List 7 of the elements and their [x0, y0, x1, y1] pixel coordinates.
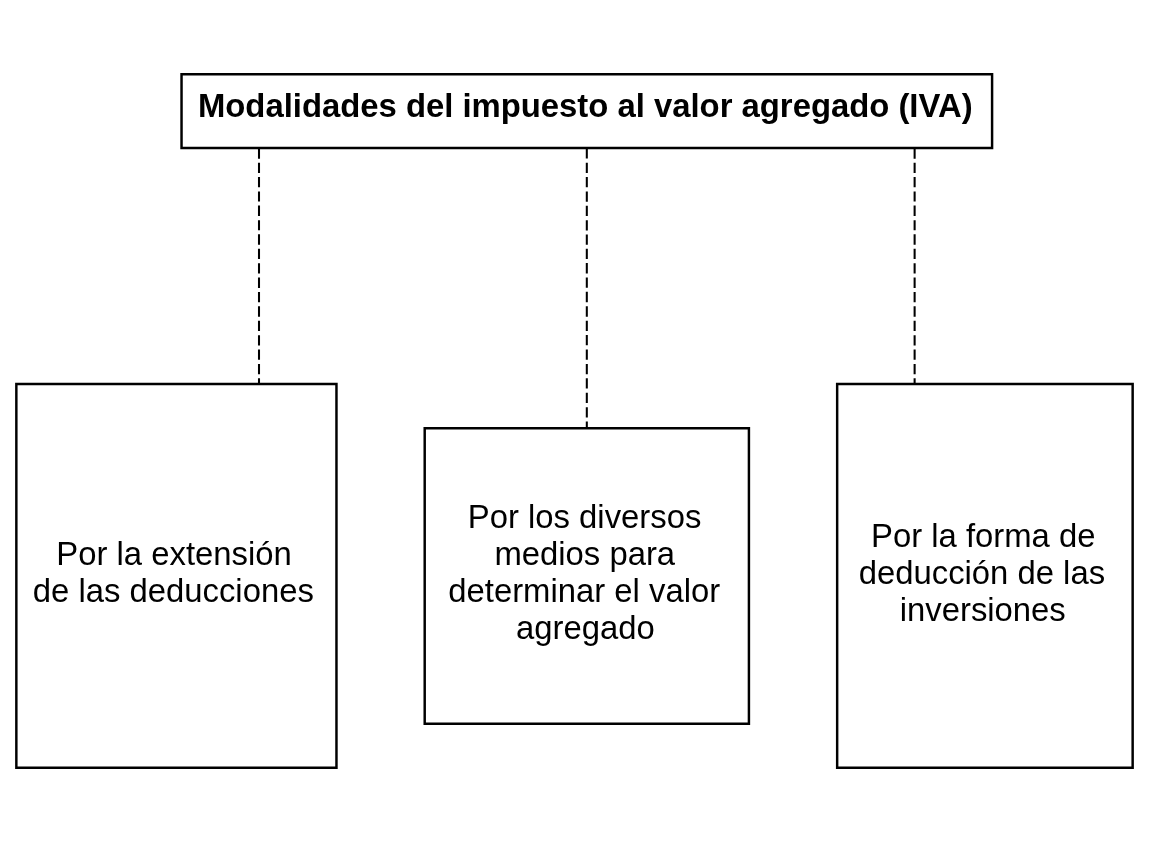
node-box: Por la extensión de las deducciones — [15, 382, 338, 769]
node-box: Por los diversos medios para determinar el valor agregado — [423, 426, 751, 725]
node-box: Por la forma de deducción de las inversiones — [835, 382, 1134, 769]
connector — [913, 148, 916, 384]
connector — [585, 148, 588, 428]
connector — [257, 148, 261, 384]
node-box: Modalidades del impuesto al valor agregado (IVA) — [180, 72, 994, 150]
